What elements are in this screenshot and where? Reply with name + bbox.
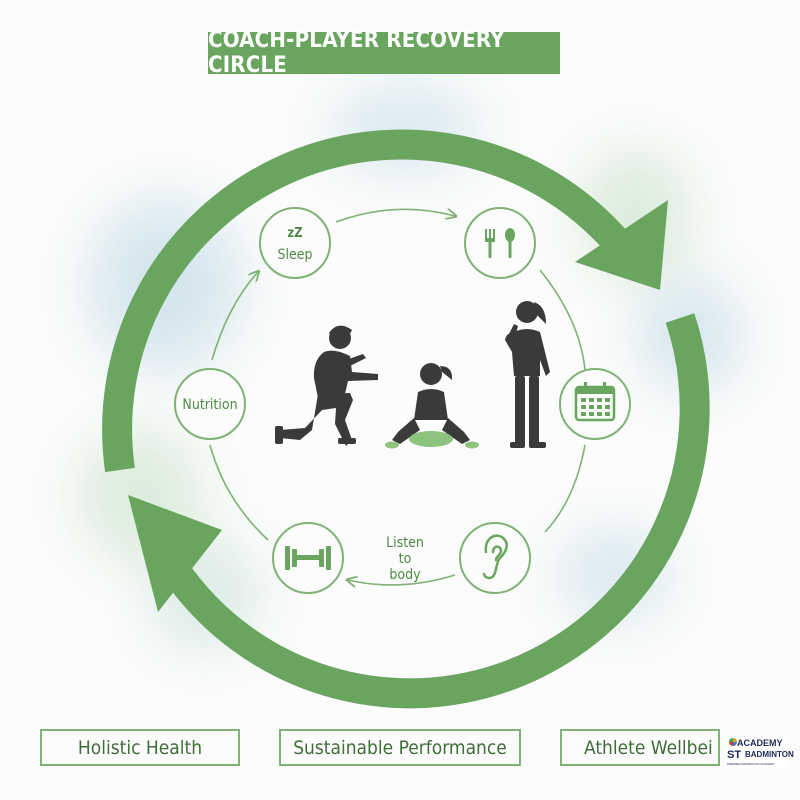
node-food [464,207,536,279]
label-athlete-wellbeing: Athlete Wellbei [560,729,720,766]
outer-arrowhead-top [575,200,668,290]
outer-arrow-top [102,129,627,473]
listen-to-body-label: Listen to body [386,535,424,583]
page-title: COACH-PLAYER RECOVERY CIRCLE [208,28,560,78]
logo-mark-icon [729,738,737,746]
label-sustainable-performance: Sustainable Performance [279,729,521,766]
coach-figure [275,325,378,446]
node-training [272,522,344,594]
logo-st-text: ST [727,749,742,761]
node-sleep: zZ Sleep [259,207,331,279]
listen-label-line2: to [399,551,412,567]
connector-nutrition-sleep [211,272,258,361]
fork-spoon-icon [485,228,515,258]
node-listen [459,522,531,594]
listen-label-line3: body [389,567,421,583]
outer-arrowhead-bottom [128,495,222,612]
connector-food-calendar [539,269,586,371]
connector-calendar-ear [544,444,586,533]
calendar-icon [574,382,616,422]
nutrition-label: Nutrition [182,397,237,413]
logo-academy-text: ACADEMY [737,738,783,748]
outer-arrow-bottom [162,313,710,709]
academy-logo: ACADEMY ST BADMINTON PREMIER BADMINTON A… [725,735,794,769]
node-nutrition: Nutrition [174,368,246,440]
ear-icon [482,534,508,580]
logo-subtitle-text: PREMIER BADMINTON ACADEMY [727,762,775,766]
node-schedule [559,368,631,440]
dumbbell-icon [285,546,331,570]
connector-sleep-food [335,209,455,223]
player-figure-sitting [385,363,479,449]
label-holistic-health: Holistic Health [40,729,240,766]
player-figure-standing [505,301,550,448]
connector-ear-dumbbell [348,574,456,585]
logo-badminton-text: BADMINTON [745,750,794,759]
inner-cycle-connectors [209,209,586,585]
outer-cycle-arrows [102,129,710,709]
connector-dumbbell-nutrition [209,444,269,541]
listen-label-line1: Listen [386,535,424,551]
sleep-icon: zZ [287,226,302,241]
sleep-label: Sleep [278,247,313,263]
